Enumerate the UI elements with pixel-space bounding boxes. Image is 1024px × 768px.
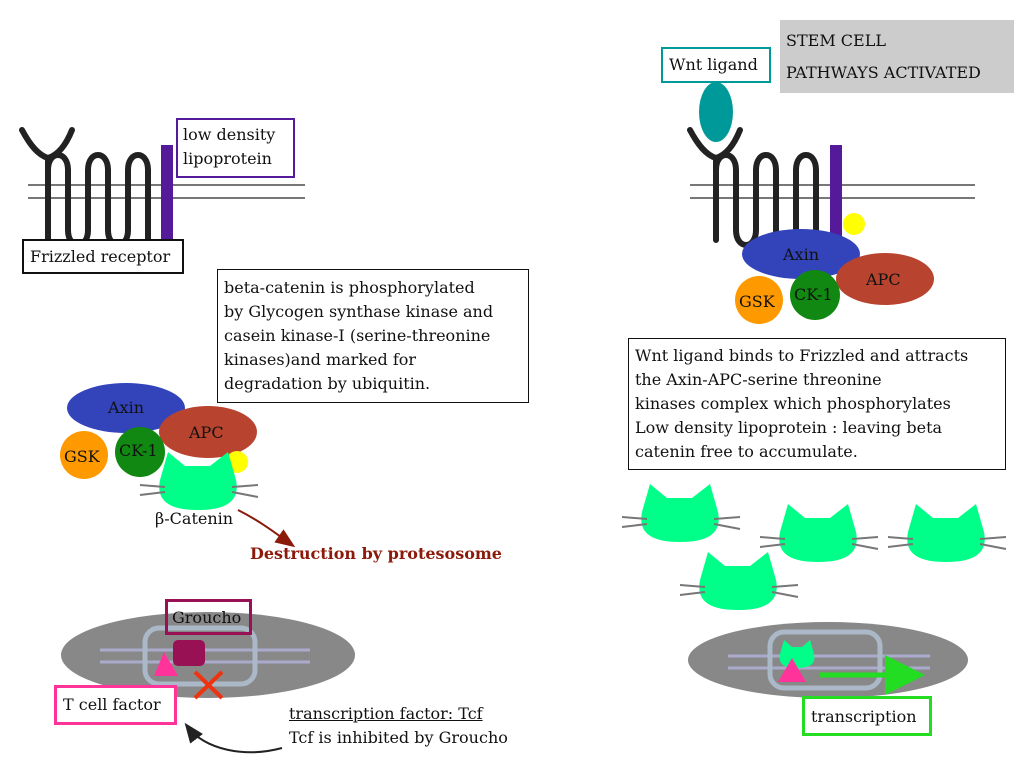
stem-cell-line2: PATHWAYS ACTIVATED — [786, 63, 981, 82]
left-gsk-label: GSK — [64, 447, 100, 466]
beta-catenin-label: β-Catenin — [155, 509, 234, 528]
destruction-label: Destruction by protesosome — [250, 544, 502, 563]
left-ck1-label: CK-1 — [119, 441, 158, 460]
left-description-box: beta-catenin is phosphorylated by Glycog… — [217, 269, 529, 403]
right-ldl-bar — [830, 145, 842, 240]
left-groucho-block — [173, 640, 205, 666]
tcf-curved-arrow — [184, 722, 283, 754]
free-beta-catenin-2 — [759, 504, 879, 562]
left-desc-line: beta-catenin is phosphorylated — [224, 278, 475, 297]
right-axin-label: Axin — [783, 245, 819, 264]
left-frizzled-receptor — [19, 127, 151, 248]
left-desc-line: by Glycogen synthase kinase and — [224, 302, 494, 321]
free-beta-catenin-4 — [679, 552, 799, 610]
left-apc — [159, 406, 257, 458]
right-desc-line: Wnt ligand binds to Frizzled and attract… — [635, 346, 969, 365]
ldl-label-line1: low density — [183, 125, 276, 144]
left-ldl-bar — [161, 145, 173, 240]
left-desc-line: degradation by ubiquitin. — [224, 374, 431, 393]
right-description-box: Wnt ligand binds to Frizzled and attract… — [628, 338, 1006, 470]
right-ck1 — [790, 270, 840, 320]
left-gsk — [60, 431, 108, 479]
left-axin-label: Axin — [108, 398, 144, 417]
left-apc-label: APC — [189, 423, 224, 442]
frizzled-label: Frizzled receptor — [22, 239, 184, 274]
right-catenin-small — [779, 640, 815, 668]
free-beta-catenin-1 — [621, 484, 741, 542]
t-cell-factor-label: T cell factor — [54, 685, 177, 725]
right-desc-line: kinases complex which phosphorylates — [635, 394, 951, 413]
tf-note: Tcf is inhibited by Groucho — [289, 728, 508, 747]
inhibition-x-icon — [193, 670, 224, 700]
transcription-label: transcription — [802, 696, 932, 736]
right-gsk — [735, 276, 783, 324]
left-desc-line: kinases)and marked for — [224, 350, 417, 369]
tf-title: transcription factor: Tcf — [289, 704, 483, 723]
left-beta-catenin-shape — [139, 452, 259, 510]
right-apc-label: APC — [866, 270, 901, 289]
right-axin — [742, 229, 860, 279]
right-desc-line: Low density lipoprotein : leaving beta — [635, 418, 943, 437]
right-frizzled-receptor — [687, 127, 819, 248]
left-tcf-triangle — [154, 652, 178, 676]
stem-cell-banner: STEM CELL PATHWAYS ACTIVATED — [780, 20, 1014, 93]
right-desc-line: the Axin-APC-serine threonine — [635, 370, 882, 389]
right-wnt-ligand — [699, 82, 733, 142]
ldl-label-line2: lipoprotein — [183, 149, 272, 168]
right-ck1-label: CK-1 — [794, 285, 833, 304]
destruction-arrow — [237, 509, 296, 548]
frizzled-label-text: Frizzled receptor — [30, 247, 171, 266]
right-tcf-triangle — [778, 658, 806, 682]
left-desc-line: casein kinase-I (serine-threonine — [224, 326, 491, 345]
right-desc-line: catenin free to accumulate. — [635, 442, 858, 461]
transcription-text: transcription — [811, 707, 917, 726]
left-axin — [67, 383, 185, 433]
groucho-label: Groucho — [165, 599, 252, 635]
right-phosphate — [843, 213, 865, 235]
left-ck1 — [115, 427, 165, 477]
right-apc — [836, 253, 934, 305]
wnt-ligand-text: Wnt ligand — [669, 55, 758, 74]
free-beta-catenin-3 — [887, 504, 1007, 562]
ldl-label: low density lipoprotein — [176, 118, 295, 178]
groucho-label-text: Groucho — [172, 608, 242, 627]
t-cell-factor-text: T cell factor — [63, 695, 161, 714]
stem-cell-line1: STEM CELL — [786, 31, 886, 50]
left-nucleus — [61, 612, 355, 698]
right-gsk-label: GSK — [739, 292, 775, 311]
wnt-ligand-label: Wnt ligand — [661, 47, 771, 83]
